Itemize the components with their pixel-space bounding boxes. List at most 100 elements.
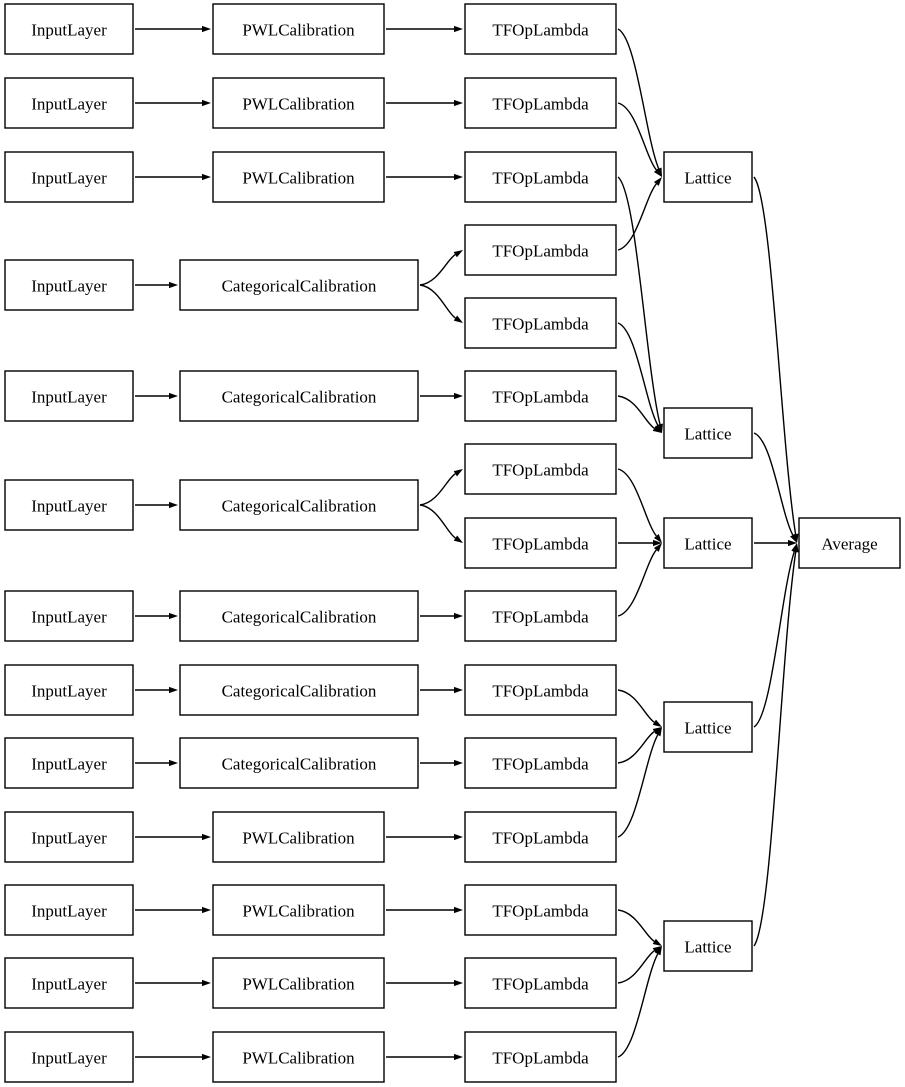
node-label: CategoricalCalibration [222,682,377,701]
node-tfoplambda-op6[interactable]: TFOpLambda [464,370,617,422]
node-lattice-lat3[interactable]: Lattice [663,517,753,569]
node-label: InputLayer [31,902,107,921]
node-label: TFOpLambda [492,975,589,994]
node-pwlcalibration-cal1[interactable]: PWLCalibration [212,3,385,55]
node-inputlayer-in9[interactable]: InputLayer [4,737,134,789]
node-tfoplambda-op14[interactable]: TFOpLambda [464,957,617,1009]
arrowhead-in10-to-cal10 [202,833,211,841]
node-categoricalcalibration-cal5[interactable]: CategoricalCalibration [179,370,419,422]
node-box [212,811,385,863]
node-categoricalcalibration-cal7[interactable]: CategoricalCalibration [179,590,419,642]
arrowhead-cal2-to-op2 [454,99,463,107]
arrowhead-op10-to-lat4 [652,719,662,727]
node-label: TFOpLambda [492,902,589,921]
node-label: TFOpLambda [492,461,589,480]
node-pwlcalibration-cal13[interactable]: PWLCalibration [212,1031,385,1083]
node-inputlayer-in6[interactable]: InputLayer [4,479,134,531]
node-box [464,884,617,936]
node-label: Lattice [684,938,731,957]
node-lattice-lat5[interactable]: Lattice [663,920,753,972]
node-pwlcalibration-cal12[interactable]: PWLCalibration [212,957,385,1009]
node-average-avg[interactable]: Average [798,517,901,569]
node-lattice-lat2[interactable]: Lattice [663,407,753,459]
node-pwlcalibration-cal2[interactable]: PWLCalibration [212,77,385,129]
node-label: PWLCalibration [242,975,355,994]
node-inputlayer-in11[interactable]: InputLayer [4,884,134,936]
node-pwlcalibration-cal3[interactable]: PWLCalibration [212,151,385,203]
node-inputlayer-in1[interactable]: InputLayer [4,3,134,55]
node-box [464,224,617,276]
arrowhead-cal8-to-op10 [454,686,463,694]
node-inputlayer-in3[interactable]: InputLayer [4,151,134,203]
node-box [663,151,753,203]
node-tfoplambda-op13[interactable]: TFOpLambda [464,884,617,936]
arrowhead-op9-to-lat3 [653,543,662,552]
edge-op12-to-lat4 [617,734,659,838]
node-box [212,1031,385,1083]
node-lattice-lat4[interactable]: Lattice [663,701,753,753]
edge-op9-to-lat3 [617,549,657,617]
node-inputlayer-in5[interactable]: InputLayer [4,370,134,422]
node-categoricalcalibration-cal8[interactable]: CategoricalCalibration [179,664,419,716]
arrowhead-op5-to-lat2 [654,423,662,433]
edge-cal6-to-op7 [419,473,456,506]
node-box [4,77,134,129]
node-tfoplambda-op9[interactable]: TFOpLambda [464,590,617,642]
node-inputlayer-in12[interactable]: InputLayer [4,957,134,1009]
node-inputlayer-in8[interactable]: InputLayer [4,664,134,716]
node-categoricalcalibration-cal4[interactable]: CategoricalCalibration [179,259,419,311]
node-tfoplambda-op4[interactable]: TFOpLambda [464,224,617,276]
node-box [464,1031,617,1083]
node-label: TFOpLambda [492,21,589,40]
arrowhead-cal13-to-op15 [454,1053,463,1061]
node-tfoplambda-op15[interactable]: TFOpLambda [464,1031,617,1083]
node-box [4,811,134,863]
node-tfoplambda-op7[interactable]: TFOpLambda [464,443,617,495]
node-inputlayer-in2[interactable]: InputLayer [4,77,134,129]
node-tfoplambda-op1[interactable]: TFOpLambda [464,3,617,55]
node-inputlayer-in10[interactable]: InputLayer [4,811,134,863]
node-tfoplambda-op5[interactable]: TFOpLambda [464,297,617,349]
node-label: TFOpLambda [492,242,589,261]
node-label: InputLayer [31,497,107,516]
edge-op5-to-lat2 [617,322,659,426]
node-box [4,479,134,531]
node-label: CategoricalCalibration [222,497,377,516]
node-tfoplambda-op8[interactable]: TFOpLambda [464,517,617,569]
arrowhead-cal5-to-op6 [454,392,463,400]
node-tfoplambda-op12[interactable]: TFOpLambda [464,811,617,863]
node-box [179,479,419,531]
node-tfoplambda-op2[interactable]: TFOpLambda [464,77,617,129]
node-pwlcalibration-cal10[interactable]: PWLCalibration [212,811,385,863]
node-categoricalcalibration-cal9[interactable]: CategoricalCalibration [179,737,419,789]
edge-op7-to-lat3 [617,468,657,537]
node-box [464,957,617,1009]
arrowhead-op8-to-lat3 [653,539,662,547]
node-label: Lattice [684,535,731,554]
arrowhead-in12-to-cal12 [202,979,211,987]
node-label: TFOpLambda [492,169,589,188]
node-box [464,3,617,55]
arrowhead-cal4-to-op5 [453,315,463,323]
node-label: InputLayer [31,21,107,40]
edge-lat4-to-avg [753,551,795,728]
node-inputlayer-in7[interactable]: InputLayer [4,590,134,642]
node-tfoplambda-op3[interactable]: TFOpLambda [464,151,617,203]
node-lattice-lat1[interactable]: Lattice [663,151,753,203]
node-inputlayer-in4[interactable]: InputLayer [4,259,134,311]
node-tfoplambda-op11[interactable]: TFOpLambda [464,737,617,789]
node-label: InputLayer [31,975,107,994]
node-box [4,884,134,936]
node-tfoplambda-op10[interactable]: TFOpLambda [464,664,617,716]
node-inputlayer-in13[interactable]: InputLayer [4,1031,134,1083]
node-label: Lattice [684,425,731,444]
node-box [179,259,419,311]
node-pwlcalibration-cal11[interactable]: PWLCalibration [212,884,385,936]
node-box [4,664,134,716]
node-categoricalcalibration-cal6[interactable]: CategoricalCalibration [179,479,419,531]
arrowhead-in8-to-cal8 [169,686,178,694]
node-box [464,811,617,863]
node-label: TFOpLambda [492,535,589,554]
node-box [464,737,617,789]
